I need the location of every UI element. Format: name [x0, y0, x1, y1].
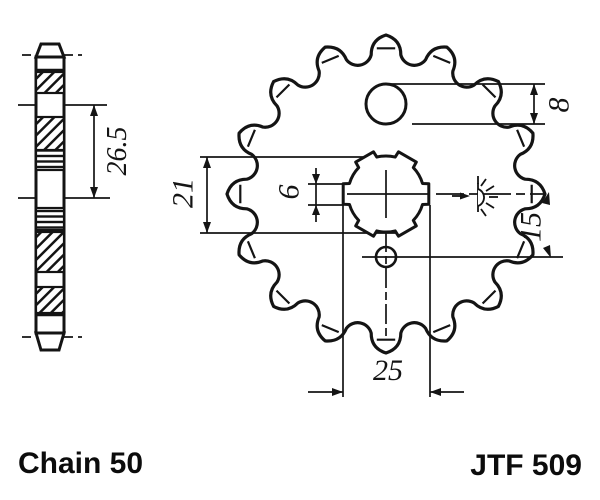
arrow-25-left [332, 388, 343, 396]
part-number-label: JTF 509 [470, 449, 582, 482]
bolt-hole [374, 245, 398, 269]
side-hatch-block [34, 115, 66, 154]
side-hatch-block [34, 230, 66, 274]
arrow-21-top [203, 157, 211, 168]
induction-hardening-icon [452, 176, 498, 217]
side-top-tooth-tip [33, 42, 67, 59]
arrow-6-top [312, 174, 320, 184]
arrow-8-top [530, 84, 538, 95]
dim-26-5-label: 26.5 [102, 127, 133, 176]
side-spline-block [34, 206, 66, 232]
arrow-15-bottom [543, 245, 551, 258]
dim-8-label: 8 [543, 98, 576, 113]
dim-25-label: 25 [373, 354, 403, 387]
hub-and-holes [341, 82, 431, 269]
arrow-21-bottom [203, 222, 211, 233]
arrow-6-bottom [312, 205, 320, 215]
induction-leader-arrow [460, 192, 470, 200]
dimension-arrows [90, 84, 551, 396]
arrow-25-right [430, 388, 441, 396]
mount-hole [364, 82, 408, 126]
dimension-labels: 26.5 21 6 8 15 25 [102, 98, 576, 388]
dim-15-label: 15 [515, 212, 548, 242]
side-hatch-block [34, 70, 66, 95]
side-hatch-block [34, 285, 66, 315]
chain-size-label: Chain 50 [18, 447, 143, 480]
induction-rays [477, 176, 498, 217]
arrow-26-5-bottom [90, 187, 98, 198]
side-view [22, 42, 82, 352]
arrow-8-bottom [530, 113, 538, 124]
dim-6-label: 6 [273, 185, 306, 200]
side-spline-block [34, 148, 66, 172]
arrow-15-top [542, 192, 550, 205]
arrow-26-5-top [90, 105, 98, 116]
side-bottom-tooth-tip [33, 331, 67, 352]
caption-labels: Chain 50 JTF 509 [18, 447, 582, 482]
dim-21-label: 21 [167, 178, 200, 208]
